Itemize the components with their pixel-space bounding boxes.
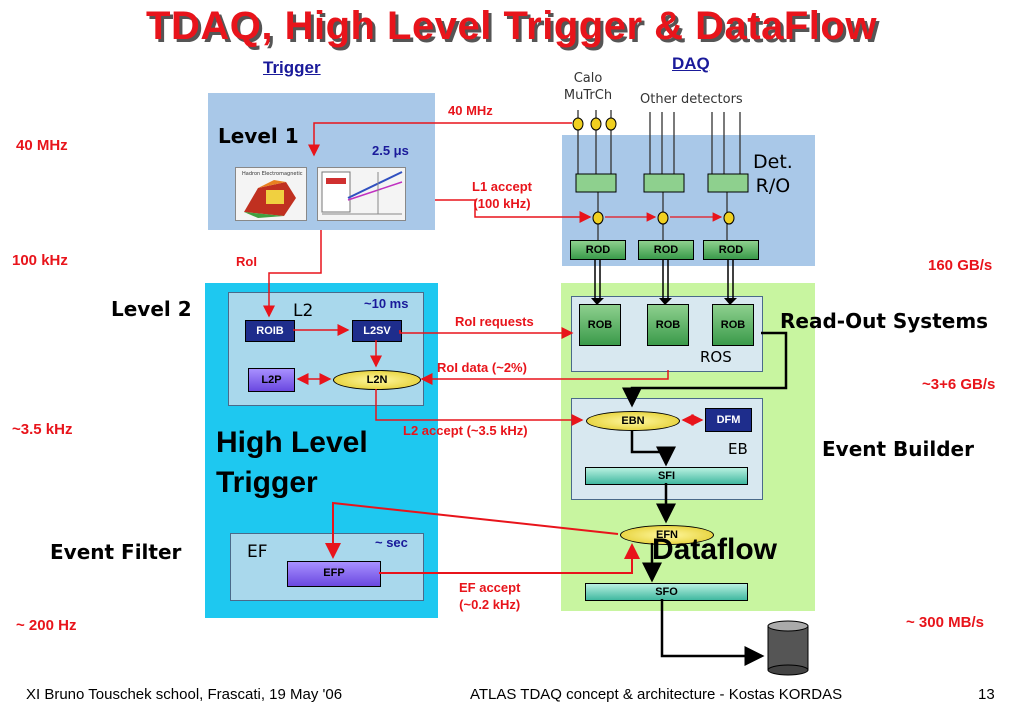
level1-label: Level 1: [218, 124, 299, 148]
l2n-node: L2N: [333, 370, 421, 390]
rob-box-3: ROB: [712, 304, 754, 346]
footer-center: ATLAS TDAQ concept & architecture - Kost…: [470, 686, 843, 703]
daq-header: DAQ: [672, 54, 710, 73]
hlt-label: High Level Trigger: [216, 426, 368, 499]
storage-disk-icon: [767, 620, 809, 676]
roib-box: ROIB: [245, 320, 295, 342]
junction-dots: [572, 117, 735, 225]
footer-left: XI Bruno Touschek school, Frascati, 19 M…: [26, 686, 343, 703]
ef-label: EF: [247, 542, 268, 562]
rod-box-1: ROD: [570, 240, 626, 260]
arrow-label-40mhz: 40 MHz: [448, 103, 493, 118]
efn-node: EFN: [620, 525, 714, 545]
rob-box-1: ROB: [579, 304, 621, 346]
rate-40mhz: 40 MHz: [16, 137, 68, 154]
dfm-box: DFM: [705, 408, 752, 432]
ef-latency: ~ sec: [375, 535, 408, 550]
trigger-header: Trigger: [263, 58, 321, 77]
rate-3-5khz: ~3.5 kHz: [12, 421, 73, 438]
rob-box-2: ROB: [647, 304, 689, 346]
rate-3-6gbs: ~3+6 GB/s: [922, 376, 996, 393]
arrow-label-l1-accept: L1 accept (100 kHz): [472, 179, 532, 211]
page-number: 13: [978, 686, 995, 703]
arrow-label-roi: RoI: [236, 254, 257, 269]
rate-200hz: ~ 200 Hz: [16, 617, 77, 634]
efp-box: EFP: [287, 561, 381, 587]
calorimeter-inset-image: Hadron Electromagnetic: [235, 167, 307, 221]
muon-inset-image: [317, 167, 406, 221]
arrow-label-l2-accept: L2 accept (~3.5 kHz): [403, 423, 528, 438]
ros-label: ROS: [700, 348, 732, 366]
l2-latency: ~10 ms: [364, 296, 409, 311]
eb-label: EB: [728, 440, 748, 458]
event-filter-label: Event Filter: [50, 540, 182, 564]
frontend-boards: [575, 173, 749, 193]
inset-caption: Hadron Electromagnetic: [242, 171, 303, 177]
ebn-node: EBN: [586, 411, 680, 431]
other-detectors-label: Other detectors: [640, 92, 743, 107]
calo-mutrch-label: Calo MuTrCh: [563, 71, 613, 103]
sfo-box: SFO: [585, 583, 748, 601]
l2sv-box: L2SV: [352, 320, 402, 342]
rate-160gbs: 160 GB/s: [928, 257, 993, 274]
rate-300mbs: ~ 300 MB/s: [906, 614, 984, 631]
l2p-box: L2P: [248, 368, 295, 392]
arrow-label-roi-requests: RoI requests: [455, 314, 534, 329]
rod-box-3: ROD: [703, 240, 759, 260]
det-ro-label: Det. R/O: [753, 151, 793, 197]
rate-100khz: 100 kHz: [12, 252, 68, 269]
level2-label: Level 2: [111, 297, 192, 321]
read-out-systems-label: Read-Out Systems: [780, 309, 989, 333]
dataflow-label: Dataflow: [652, 533, 778, 566]
event-builder-label: Event Builder: [822, 437, 974, 461]
arrow-label-roi-data: RoI data (~2%): [437, 360, 527, 375]
detector-lines: [577, 110, 741, 240]
level1-latency: 2.5 μs: [372, 143, 409, 158]
arrow-label-ef-accept: EF accept (~0.2 kHz): [459, 580, 521, 612]
l2-label: L2: [293, 301, 314, 321]
slide-title: TDAQ, High Level Trigger & DataFlow: [146, 4, 877, 48]
rod-box-2: ROD: [638, 240, 694, 260]
